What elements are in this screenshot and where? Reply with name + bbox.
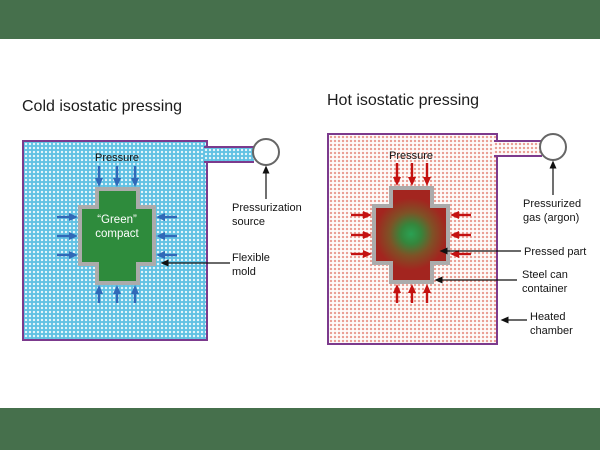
hot-pressure-label: Pressure [388,150,434,162]
hot-pressure-tube [494,140,542,157]
pressurized-gas-circle [539,133,567,161]
pressurized-gas-label: Pressurized gas (argon) [523,198,582,224]
steel-can-label: Steel can container [522,269,568,295]
heated-chamber-label: Heated chamber [530,311,573,337]
green-compact-label: “Green” compact [95,214,139,240]
cold-pressure-tube [204,146,254,163]
pressurization-source-label: Pressurization source [232,202,302,228]
pressurization-source-circle [252,138,280,166]
pressed-part-label: Pressed part [524,246,587,258]
bottom-letterbox-bar [0,408,600,450]
flexible-mold-label: Flexible mold [232,252,270,278]
cold-pressure-label: Pressure [94,152,140,164]
top-letterbox-bar [0,0,600,39]
cold-isostatic-title: Cold isostatic pressing [22,98,183,115]
hot-isostatic-title: Hot isostatic pressing [327,92,480,109]
